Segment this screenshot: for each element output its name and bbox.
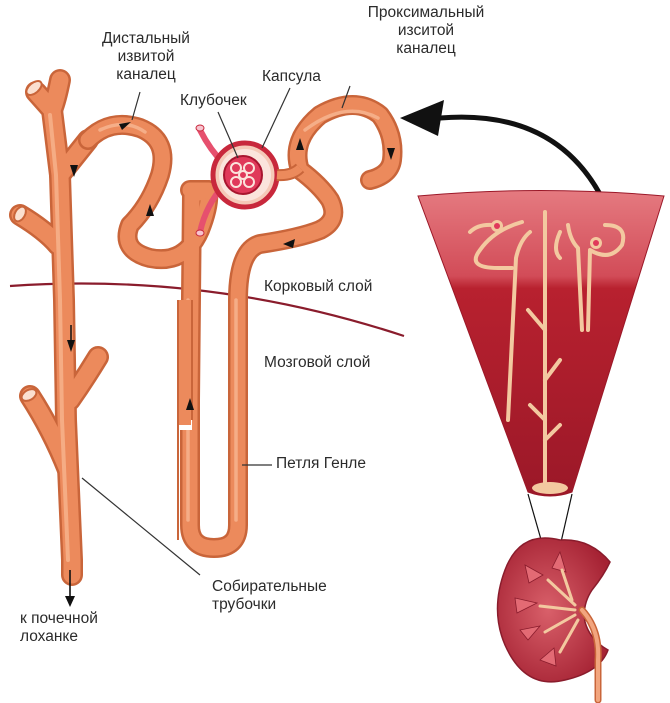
kidney-wedge [418,191,664,497]
kidney-cross-section [498,538,611,700]
zoom-arrow-head-icon [400,100,444,136]
glomerulus-label: Клубочек [180,92,247,110]
cortex-label: Корковый слой [264,278,372,296]
to-renal-pelvis-label: к почечной лоханке [20,610,98,646]
capsule-label: Капсула [262,68,321,86]
collecting-ducts-label: Собирательные трубочки [212,578,327,614]
loop-of-henle-label: Петля Генле [276,455,366,473]
proximal-tubule-label: Проксимальный изситой каналец [346,4,506,58]
glomerulus [224,156,262,194]
collecting-ducts [12,78,98,607]
pelvis-arrow-icon [65,596,75,607]
distal-tubule-label: Дистальный извитой каналец [86,30,206,84]
medulla-label: Мозговой слой [264,354,370,372]
